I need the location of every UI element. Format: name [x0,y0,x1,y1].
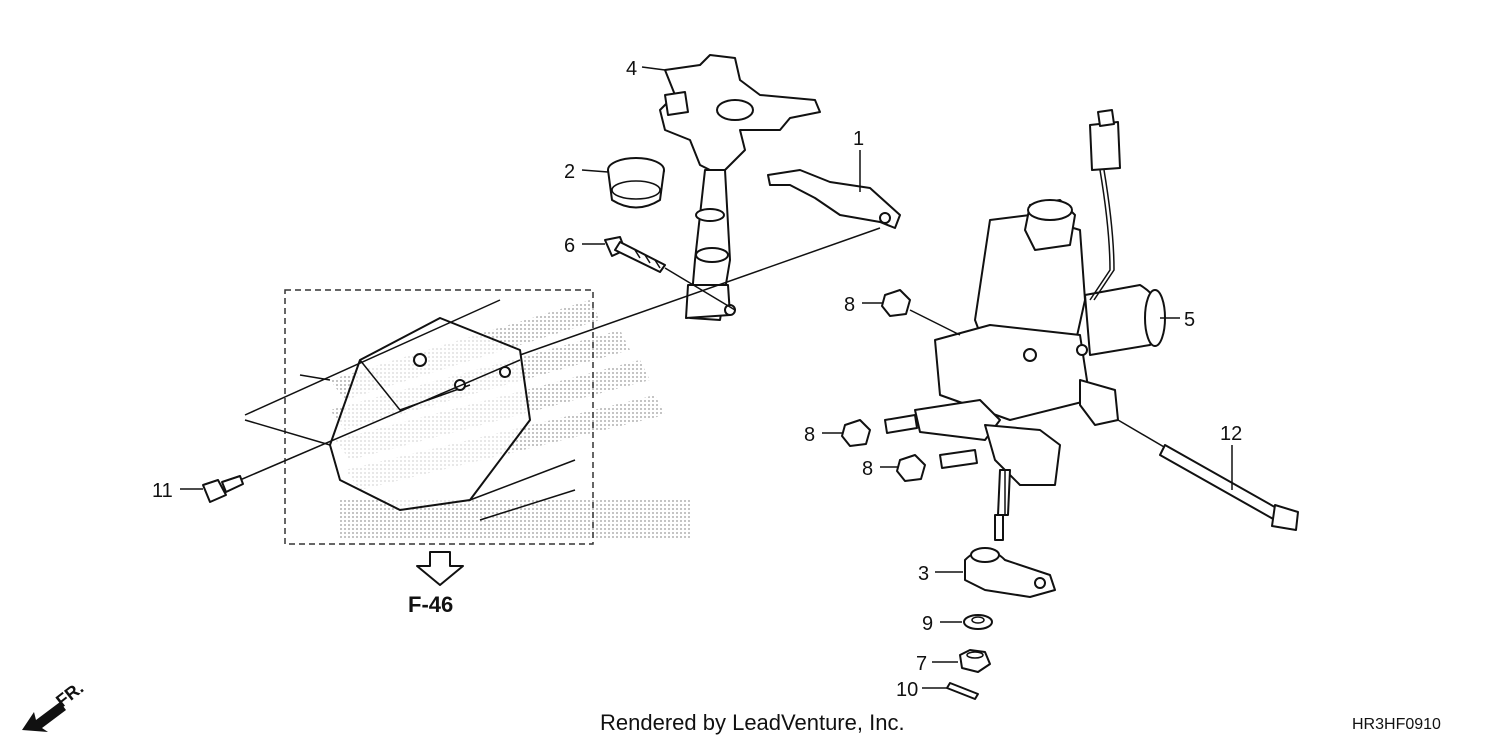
part-1-clamp [767,169,901,229]
callout-2: 2 [564,161,575,183]
callout-1: 1 [853,128,864,150]
footer-credit: Rendered by LeadVenture, Inc. [600,710,905,735]
part-7-nut [959,649,991,673]
reference-label: F-46 [408,592,453,617]
callout-5: 5 [1184,309,1195,331]
part-12-long-bolt [1117,419,1299,531]
callout-10: 10 [896,679,918,701]
diagram-code: HR3HF0910 [1352,716,1441,733]
reference-frame [284,289,594,545]
part-9-washer [963,614,993,630]
callout-7: 7 [916,653,927,675]
callout-4: 4 [626,58,637,80]
callout-8-lower: 8 [862,458,873,480]
part-5-eps-unit [914,199,1166,541]
part-6-bolt [604,236,666,273]
part-8-nut-lower [896,454,926,482]
callout-6: 6 [564,235,575,257]
leader-lines [180,66,1233,689]
callout-12: 12 [1220,423,1242,445]
part-4-upper-bracket [659,54,821,176]
callout-3: 3 [918,563,929,585]
reference-arrow [416,551,464,586]
callout-8-upper: 8 [844,294,855,316]
part-3-arm [964,547,1056,598]
frame-mount-bracket [244,299,576,521]
part-11-bolt [202,475,244,503]
callout-11: 11 [152,480,173,502]
part-2-bushing [607,157,665,209]
steering-shaft [685,169,736,321]
part-8-nut-upper [881,289,961,336]
connector-wire [1089,109,1121,301]
part-8-nut-middle [841,419,871,447]
callout-8-middle: 8 [804,424,815,446]
callout-9: 9 [922,613,933,635]
front-direction-arrow [22,702,66,732]
part-10-cotter-pin [946,682,979,700]
